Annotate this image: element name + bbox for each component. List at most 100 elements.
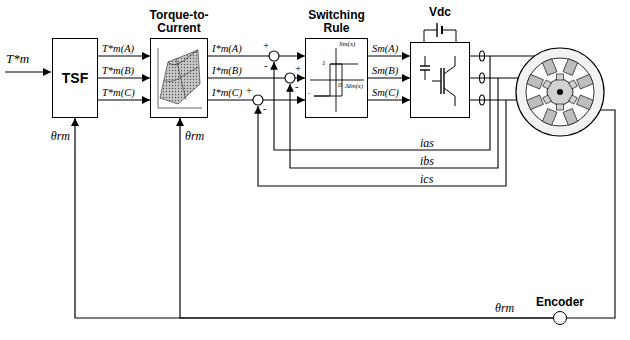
phase-wires bbox=[480, 51, 485, 61]
signal-arrow bbox=[368, 99, 410, 100]
torque-surface-plot bbox=[158, 48, 159, 108]
srm-motor bbox=[577, 74, 594, 89]
srm-motor bbox=[542, 109, 557, 126]
srm-motor bbox=[563, 59, 578, 76]
srm-motor bbox=[557, 89, 563, 95]
dc-source bbox=[436, 23, 437, 37]
srm-motor bbox=[557, 74, 564, 80]
signal-name: ias bbox=[420, 137, 434, 149]
inverter-switch bbox=[432, 81, 441, 82]
current-feedback bbox=[274, 56, 490, 150]
tsf-block: TSF bbox=[52, 38, 98, 118]
signal-name: θrm bbox=[185, 130, 204, 142]
srm-motor bbox=[542, 59, 557, 76]
srm-motor bbox=[516, 48, 604, 136]
signal-name: Sm(C) bbox=[372, 88, 399, 99]
dc-source bbox=[424, 30, 437, 42]
signal-arrow bbox=[368, 77, 410, 78]
encoder-shaft bbox=[567, 110, 615, 318]
signal-arrow bbox=[98, 77, 150, 78]
axis-label: Sm(x) bbox=[339, 41, 355, 48]
current-feedback bbox=[290, 78, 498, 168]
srm-motor bbox=[569, 95, 578, 104]
phase-wires bbox=[480, 73, 485, 83]
summing-junction bbox=[285, 73, 295, 83]
torque-surface-plot bbox=[176, 58, 186, 100]
hysteresis-symbol bbox=[314, 64, 358, 96]
block-title: Vdc bbox=[420, 6, 460, 19]
inverter-switch bbox=[444, 88, 455, 106]
phase-wires bbox=[470, 99, 517, 100]
sign: - bbox=[295, 81, 299, 92]
srm-motor bbox=[543, 80, 552, 89]
inverter-switch bbox=[425, 56, 426, 66]
current-feedback bbox=[258, 56, 506, 186]
hysteresis-symbol bbox=[314, 64, 342, 96]
signal-arrow bbox=[75, 118, 553, 318]
sign: + bbox=[263, 40, 269, 51]
block-label: TSF bbox=[62, 70, 88, 86]
srm-motor bbox=[577, 95, 594, 110]
sign: + bbox=[295, 63, 301, 74]
input-arrow bbox=[5, 72, 51, 73]
signal-arrow bbox=[180, 118, 553, 318]
inverter-block: Vdc bbox=[410, 42, 470, 118]
current-feedback bbox=[258, 100, 506, 186]
signal-name: T*m(B) bbox=[102, 66, 134, 77]
lookup-block: Torque-to- Current bbox=[150, 38, 208, 118]
signal-name: T*m bbox=[6, 52, 29, 65]
sign: + bbox=[246, 85, 252, 96]
signal-name: T*m(A) bbox=[102, 44, 134, 55]
srm-motor bbox=[557, 104, 564, 110]
srm-motor bbox=[569, 80, 578, 89]
signal-name: ics bbox=[420, 173, 433, 185]
torque-surface-plot bbox=[160, 50, 200, 104]
axis-label: 1 bbox=[322, 60, 326, 67]
encoder: Encoder bbox=[553, 311, 567, 325]
hysteresis-symbol bbox=[310, 48, 364, 112]
axis-label: - bbox=[308, 90, 310, 97]
signal-name: ibs bbox=[420, 155, 434, 167]
inverter-switch bbox=[425, 70, 426, 80]
signal-arrow bbox=[98, 55, 150, 56]
signal-name: I*m(C) bbox=[212, 88, 242, 99]
encoder-shaft bbox=[567, 110, 615, 318]
srm-motor bbox=[563, 109, 578, 126]
switching-block: Switching Rule bbox=[305, 38, 368, 118]
srm-motor bbox=[526, 58, 594, 126]
signal-name: T*m(C) bbox=[102, 88, 135, 99]
srm-motor bbox=[527, 95, 544, 110]
sign: - bbox=[263, 103, 267, 114]
torque-surface-plot bbox=[164, 67, 199, 81]
srm-motor bbox=[516, 48, 604, 136]
dc-source bbox=[424, 23, 456, 42]
srm-motor bbox=[527, 74, 544, 89]
srm-motor bbox=[543, 95, 552, 104]
phase-wires bbox=[480, 95, 485, 105]
block-title: Switching Rule bbox=[301, 9, 373, 35]
block-title: Encoder bbox=[530, 296, 590, 309]
hysteresis-symbol bbox=[310, 80, 364, 81]
signal-name: I*m(A) bbox=[212, 44, 242, 55]
axis-label: 0 bbox=[338, 82, 342, 89]
inverter-switch bbox=[444, 56, 455, 74]
signal-name: θrm bbox=[51, 130, 70, 142]
block-title: Torque-to- Current bbox=[143, 9, 215, 35]
torque-surface-plot bbox=[168, 50, 198, 65]
summing-junction bbox=[269, 51, 279, 61]
axis-label: ΔIm(x) bbox=[345, 83, 363, 90]
input-arrow bbox=[5, 71, 51, 72]
signal-arrow bbox=[98, 99, 150, 100]
phase-wires bbox=[470, 77, 518, 78]
signal-arrow bbox=[368, 55, 410, 56]
dc-source bbox=[442, 30, 456, 42]
signal-name: Sm(A) bbox=[372, 44, 398, 55]
signal-name: θrm bbox=[495, 302, 514, 314]
signal-name: Sm(B) bbox=[372, 66, 398, 77]
signal-arrow bbox=[208, 55, 305, 56]
summing-junction bbox=[253, 95, 263, 105]
sign: - bbox=[264, 60, 268, 71]
inverter-switch bbox=[443, 68, 444, 94]
signal-name: I*m(B) bbox=[212, 66, 242, 77]
